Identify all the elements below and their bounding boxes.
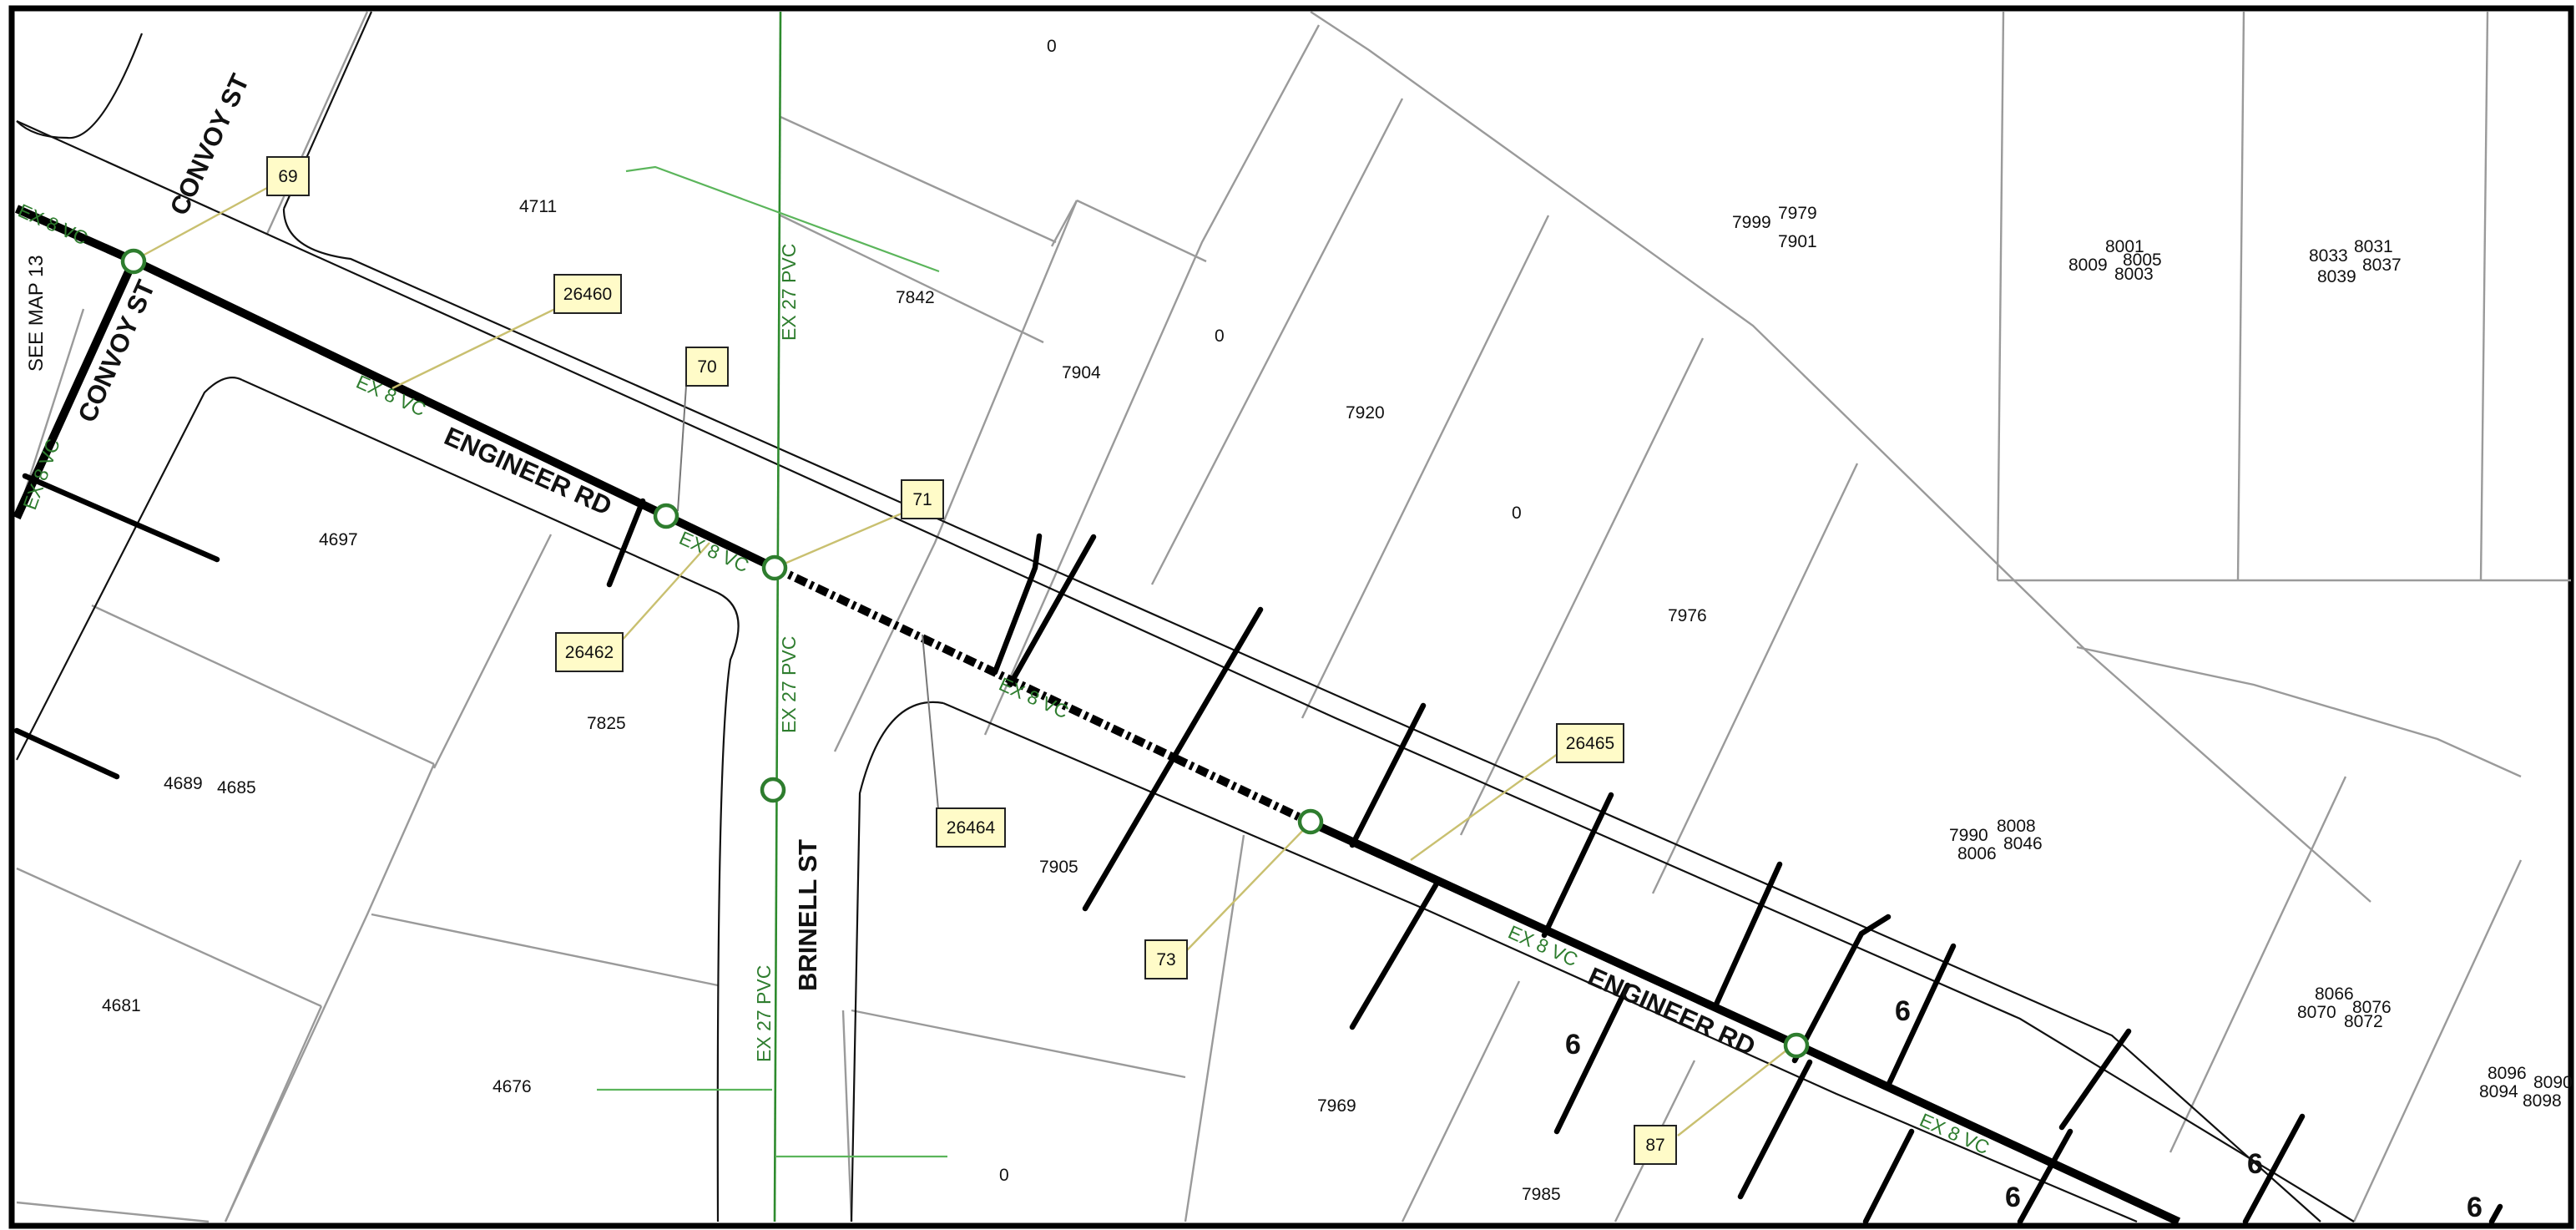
manholes [120,248,1810,1059]
parcel-number: 8072 [2344,1012,2383,1031]
road-lines [16,11,2355,1223]
parcel-number: 8005 [2123,251,2162,270]
lateral-size-label: 6 [1565,1029,1581,1060]
parcel-number: 8046 [2003,834,2043,853]
parcel-number: 8066 [2315,985,2354,1004]
parcel-number: 8098 [2523,1091,2562,1111]
tag-label: 69 [278,167,297,186]
tag-87[interactable]: 87 [1634,1125,1677,1165]
pipe-label: EX 8 VC [996,673,1072,723]
manhole-70[interactable] [653,503,679,529]
tag-73[interactable]: 73 [1144,939,1188,979]
manhole-87[interactable] [1783,1032,1810,1059]
tag-69[interactable]: 69 [266,156,310,196]
tag-70[interactable]: 70 [685,347,729,387]
manhole-71[interactable] [761,554,788,581]
lateral-size-label: 6 [2247,1148,2263,1180]
parcel-number: 8008 [1997,817,2036,836]
parcel-lines [15,10,2571,1223]
parcel-number: 7920 [1346,403,1385,423]
tag-label: 70 [697,357,716,377]
parcel-number: 0 [1047,37,1057,56]
parcel-number: 8009 [2068,256,2108,275]
parcel-number: 8090 [2533,1073,2573,1092]
parcel-number: 0 [1215,326,1225,346]
street-label-engineer-1: ENGINEER RD [440,421,616,521]
manhole-brinell[interactable] [760,777,786,803]
lateral-size-label: 6 [2005,1182,2021,1213]
see-map-note: SEE MAP 13 [25,255,48,372]
street-label-brinell: BRINELL ST [793,839,822,991]
street-label-convoy-top: CONVOY ST [164,69,255,220]
parcel-number: 7985 [1522,1185,1561,1204]
tag-26462[interactable]: 26462 [555,632,624,672]
lateral-size-label: 6 [1895,995,1911,1027]
parcel-number: 4676 [492,1077,532,1096]
sewer-mains [13,205,2181,1226]
tag-26465[interactable]: 26465 [1556,723,1624,763]
pipe-label: EX 8 VC [353,371,429,421]
map-frame [8,5,2574,1229]
parcel-number: 7905 [1039,858,1078,877]
tag-label: 26462 [565,643,614,662]
pipe-label: EX 27 PVC [753,965,775,1062]
parcel-number: 7842 [896,288,935,307]
parcel-number: 8094 [2479,1082,2518,1101]
parcel-number: 8039 [2317,267,2356,286]
pipe-label: EX 27 PVC [778,244,800,341]
pipe-label: EX 8 VC [15,200,91,250]
parcel-number: 8096 [2488,1064,2527,1083]
parcel-number: 7990 [1949,826,1988,845]
tag-label: 26465 [1566,734,1614,753]
parcel-number: 4697 [319,530,358,549]
leader-lines [133,186,1796,1136]
parcel-number: 4685 [217,778,256,797]
water-lines [597,11,947,1222]
parcel-number: 7904 [1062,363,1101,382]
tag-label: 26460 [563,285,612,304]
parcel-number: 0 [999,1166,1009,1185]
parcel-number: 7999 [1732,213,1771,232]
manhole-73[interactable] [1297,808,1324,835]
parcel-number: 4681 [102,996,141,1015]
tag-label: 87 [1645,1136,1664,1155]
parcel-number: 7979 [1778,204,1817,223]
tag-label: 26464 [947,818,996,838]
tag-label: 73 [1156,950,1175,969]
pipe-label: EX 27 PVC [778,636,800,733]
tag-26464[interactable]: 26464 [936,807,1006,848]
parcel-numbers: 0 4711 7842 7904 0 7920 0 7999 7979 7901… [102,37,2573,1204]
parcel-number: 8076 [2352,998,2392,1017]
parcel-number: 8006 [1957,844,1997,863]
laterals [13,473,2503,1225]
manhole-69[interactable] [120,248,147,275]
parcel-number: 7825 [587,714,626,733]
parcel-number: 4711 [519,197,557,216]
lateral-size-label: 6 [2467,1192,2483,1223]
tag-26460[interactable]: 26460 [553,274,622,314]
parcel-number: 8003 [2114,265,2154,284]
parcel-number: 7969 [1317,1096,1356,1116]
parcel-number: 0 [1512,504,1522,523]
parcel-number: 8001 [2105,237,2144,256]
parcel-number: 8033 [2309,246,2348,266]
tag-label: 71 [912,490,932,509]
parcel-number: 8031 [2354,237,2393,256]
parcel-number: 7976 [1668,606,1707,625]
parcel-number: 8037 [2362,256,2402,275]
parcel-number: 4689 [164,774,203,793]
parcel-number: 8070 [2297,1003,2336,1022]
parcel-number: 7901 [1778,232,1817,251]
lateral-sizes: 6 6 6 6 6 [1565,995,2483,1223]
asset-tags: 69 26460 70 71 26462 26464 26465 73 [266,156,1677,1165]
tag-71[interactable]: 71 [901,479,944,519]
